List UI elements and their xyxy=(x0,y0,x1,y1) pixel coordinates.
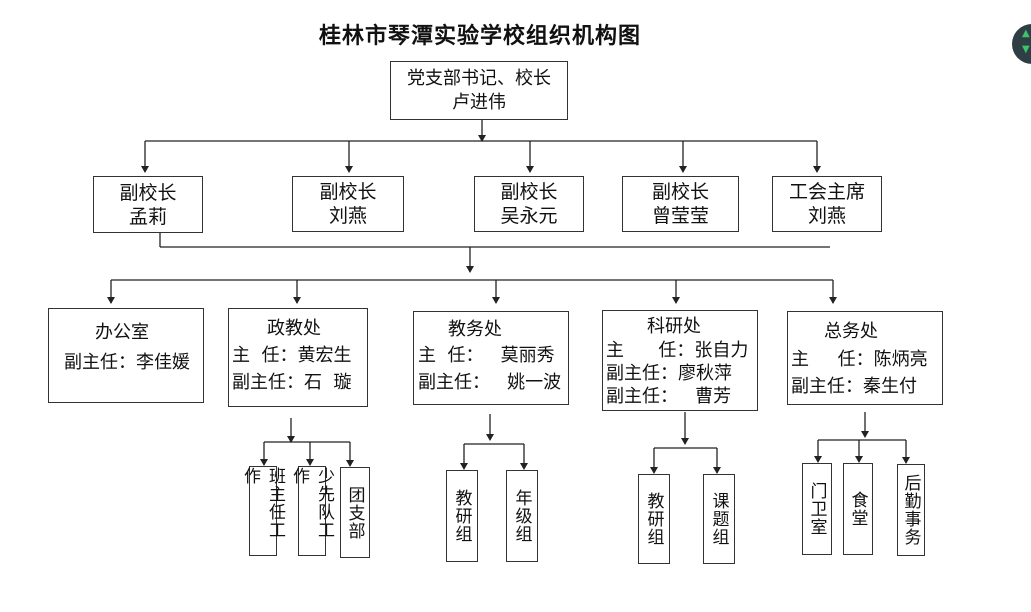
office-name: 办公室 xyxy=(95,322,149,343)
research-director: 主 任：张自力 xyxy=(606,340,749,361)
vice-principal-box: 副校长 吴永元 xyxy=(474,176,584,232)
academic-director: 主 任： 莫丽秀 xyxy=(418,345,555,366)
subunit-homeroom: 班主任工作 xyxy=(240,466,285,556)
academic-deputy: 副主任： 姚一波 xyxy=(418,372,562,393)
arrow-down-icon: ▼ xyxy=(1022,44,1030,55)
general-deputy: 副主任：秦生付 xyxy=(791,376,917,397)
vice-principal-role: 副校长 xyxy=(319,181,377,203)
general-box: 总务处 主 任：陈炳亮 副主任：秦生付 xyxy=(787,311,943,405)
union-chair-name: 刘燕 xyxy=(807,205,846,227)
office-box: 办公室 副主任：李佳媛 xyxy=(48,308,204,403)
subunit-logistics: 后勤事务 xyxy=(897,464,925,556)
vice-principal-role: 副校长 xyxy=(651,181,709,203)
chart-title: 桂林市琴潭实验学校组织机构图 xyxy=(318,23,641,49)
vice-principal-box: 副校长 孟莉 xyxy=(93,176,203,233)
union-chair-box: 工会主席 刘燕 xyxy=(772,176,882,232)
research-box: 科研处 主 任：张自力 副主任：廖秋萍 副主任： 曹芳 xyxy=(602,310,758,411)
research-name: 科研处 xyxy=(647,316,701,337)
principal-box: 党支部书记、校长 卢进伟 xyxy=(390,61,568,120)
politics-deputy: 副主任：石 璇 xyxy=(232,372,352,393)
subunit-grade-group: 年级组 xyxy=(506,470,538,562)
politics-box: 政教处 主 任：黄宏生 副主任：石 璇 xyxy=(228,308,368,407)
floating-widget[interactable]: ▲ ▼ xyxy=(1012,24,1031,64)
politics-name: 政教处 xyxy=(267,318,321,339)
research-deputy: 副主任：廖秋萍 xyxy=(606,363,732,384)
vice-principal-name: 刘燕 xyxy=(328,205,367,227)
subunit-teaching-research: 教研组 xyxy=(446,470,478,562)
office-deputy: 副主任：李佳媛 xyxy=(64,352,190,373)
union-chair-role: 工会主席 xyxy=(788,181,865,203)
subunit-young-pioneers: 少先队工作 xyxy=(289,466,334,556)
subunit-guard-room: 门卫室 xyxy=(802,463,832,555)
academic-box: 教务处 主 任： 莫丽秀 副主任： 姚一波 xyxy=(413,311,569,405)
subunit-project-group: 课题组 xyxy=(703,474,735,564)
subunit-teaching-research: 教研组 xyxy=(638,474,670,564)
subunit-canteen: 食堂 xyxy=(843,463,873,555)
vice-principal-box: 副校长 曾莹莹 xyxy=(622,176,739,232)
vice-principal-role: 副校长 xyxy=(119,181,177,204)
vice-principal-name: 曾莹莹 xyxy=(651,205,709,227)
subunit-youth-league: 团支部 xyxy=(340,467,370,558)
general-name: 总务处 xyxy=(824,321,878,342)
academic-name: 教务处 xyxy=(448,319,502,340)
vice-principal-box: 副校长 刘燕 xyxy=(292,176,404,232)
principal-name: 卢进伟 xyxy=(452,91,506,113)
general-director: 主 任：陈炳亮 xyxy=(791,349,928,370)
arrow-up-icon: ▲ xyxy=(1022,28,1030,39)
principal-title: 党支部书记、校长 xyxy=(407,67,551,89)
vice-principal-name: 孟莉 xyxy=(128,205,167,228)
vice-principal-role: 副校长 xyxy=(500,181,558,203)
vice-principal-name: 吴永元 xyxy=(500,205,558,227)
politics-director: 主 任：黄宏生 xyxy=(232,345,352,366)
research-deputy: 副主任： 曹芳 xyxy=(606,386,732,407)
